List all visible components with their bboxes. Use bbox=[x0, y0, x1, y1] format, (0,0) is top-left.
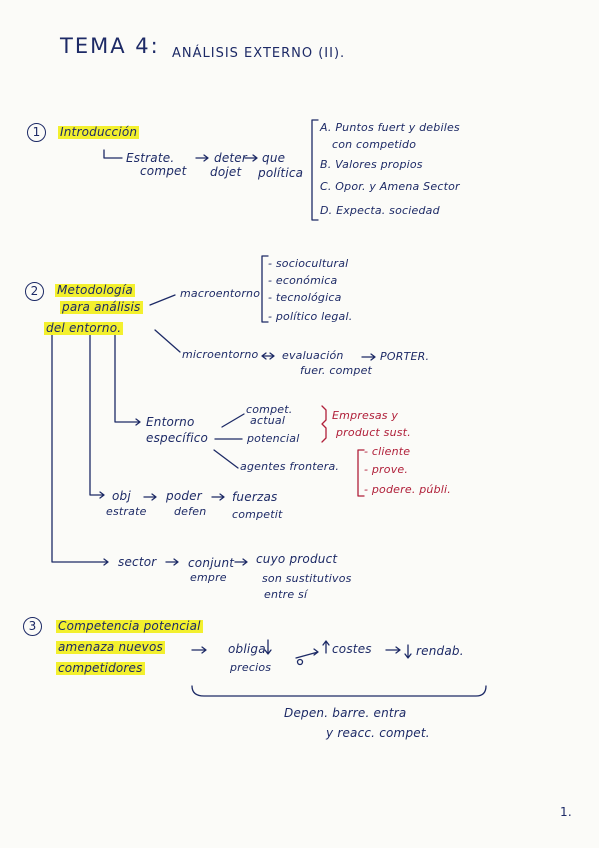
page-number: 1. bbox=[560, 805, 572, 819]
line-macro bbox=[149, 294, 176, 306]
macro-item-tecnologica: - tecnológica bbox=[268, 291, 342, 304]
fuer-compet-label: fuer. compet bbox=[300, 364, 373, 377]
arrow-down-obliga bbox=[264, 639, 272, 655]
page-title-rest: ANÁLISIS EXTERNO (II). bbox=[172, 46, 346, 61]
competit-label: competit bbox=[232, 508, 283, 521]
macro-item-sociocultural: - sociocultural bbox=[268, 257, 349, 270]
list-item-b: B. Valores propios bbox=[320, 158, 423, 171]
microentorno-label: microentorno bbox=[182, 348, 259, 361]
section-3-title-line-2: amenaza nuevos bbox=[56, 640, 165, 654]
fuerzas-label: fuerzas bbox=[232, 490, 278, 504]
obliga-label: obliga bbox=[228, 642, 266, 656]
line-sector bbox=[51, 334, 109, 566]
section-1-number: 1 bbox=[27, 123, 46, 142]
estrate-label-2: estrate bbox=[106, 505, 147, 518]
precios-label: precios bbox=[230, 661, 272, 674]
list-item-d: D. Expecta. sociedad bbox=[320, 204, 440, 217]
list-item-a-cont: con competido bbox=[332, 138, 417, 151]
estrate-label: Estrate. bbox=[126, 151, 175, 165]
section-2-title-line-1: Metodología bbox=[55, 283, 135, 297]
section-2-number: 2 bbox=[25, 282, 44, 301]
page-title: TEMA 4: bbox=[60, 34, 160, 58]
line-micro bbox=[154, 329, 181, 353]
arrow-costes bbox=[295, 648, 319, 659]
empresas-label: Empresas y bbox=[332, 409, 399, 422]
arrow-conjunt bbox=[165, 558, 179, 566]
macro-item-economica: - económica bbox=[268, 274, 338, 287]
line-agentes bbox=[213, 449, 239, 469]
deter-label: deter bbox=[214, 151, 248, 165]
entorno-label: Entorno bbox=[146, 415, 195, 429]
cuyo-product-label: cuyo product bbox=[256, 552, 338, 566]
especifico-label: específico bbox=[146, 431, 209, 445]
poder-label: poder bbox=[166, 489, 202, 503]
agentes-item-cliente: - cliente bbox=[364, 445, 411, 458]
son-sustitutivos-label: son sustitutivos bbox=[262, 572, 352, 585]
line-compet-actual bbox=[221, 413, 245, 428]
underbrace bbox=[191, 685, 487, 697]
section-3-title-line-3: competidores bbox=[56, 661, 145, 675]
red-bracket-agentes bbox=[357, 449, 365, 497]
small-circle bbox=[296, 658, 304, 666]
porter-label: PORTER. bbox=[380, 350, 430, 363]
arrow-porter bbox=[361, 353, 376, 361]
arrow-obliga bbox=[191, 646, 207, 654]
arrow-fuerzas bbox=[211, 493, 225, 501]
politica-label: política bbox=[258, 166, 304, 180]
line-entorno bbox=[114, 334, 141, 426]
rendab-label: rendab. bbox=[416, 644, 464, 658]
depen-barre-label: Depen. barre. entra bbox=[284, 706, 407, 720]
agentes-item-prove: - prove. bbox=[364, 463, 409, 476]
macroentorno-label: macroentorno bbox=[180, 287, 261, 300]
sector-label: sector bbox=[118, 555, 157, 569]
que-label: que bbox=[262, 151, 286, 165]
arrow-up-costes bbox=[322, 640, 330, 654]
macro-bracket bbox=[261, 255, 269, 323]
arrow-evaluacion bbox=[261, 352, 275, 360]
evaluacion-label: evaluación bbox=[282, 349, 344, 362]
arrow-deter bbox=[195, 154, 209, 162]
agentes-frontera-label: agentes frontera. bbox=[240, 460, 340, 473]
section-3-number: 3 bbox=[23, 617, 42, 636]
potencial-label: potencial bbox=[247, 432, 300, 445]
agentes-item-podere: - podere. públi. bbox=[364, 483, 451, 496]
arrow-poder bbox=[143, 493, 157, 501]
conjunt-label: conjunt bbox=[188, 556, 235, 570]
line-obj bbox=[89, 334, 105, 499]
compet-label: compet bbox=[140, 164, 187, 178]
macro-item-politico: - político legal. bbox=[268, 310, 353, 323]
obj-label: obj bbox=[112, 489, 131, 503]
arrow-rendab bbox=[385, 646, 401, 654]
dojet-label: dojet bbox=[210, 165, 242, 179]
arrow-que bbox=[244, 154, 258, 162]
red-brace-empresas bbox=[321, 405, 327, 443]
product-sust-label: product sust. bbox=[336, 426, 411, 439]
arrow-down-rendab bbox=[404, 644, 412, 659]
list-item-a: A. Puntos fuert y debiles bbox=[320, 121, 460, 134]
section-3-title-line-1: Competencia potencial bbox=[56, 619, 203, 633]
arrow-cuyo bbox=[234, 558, 248, 566]
list-item-c: C. Opor. y Amena Sector bbox=[320, 180, 460, 193]
section-2-title-line-2: para análisis bbox=[60, 300, 143, 314]
list-bracket bbox=[311, 119, 319, 221]
entre-si-label: entre sí bbox=[264, 588, 308, 601]
empre-label: empre bbox=[190, 571, 227, 584]
compet-actual-label-2: actual bbox=[250, 414, 286, 427]
section-1-title: Introducción bbox=[58, 125, 140, 139]
section-2-title-line-3: del entorno. bbox=[44, 321, 124, 335]
costes-label: costes bbox=[332, 642, 372, 656]
intro-branch-line bbox=[103, 149, 123, 159]
compet-actual-label-1: compet. bbox=[246, 403, 293, 416]
defen-label: defen bbox=[174, 505, 207, 518]
reacc-compet-label: y reacc. compet. bbox=[326, 726, 430, 740]
